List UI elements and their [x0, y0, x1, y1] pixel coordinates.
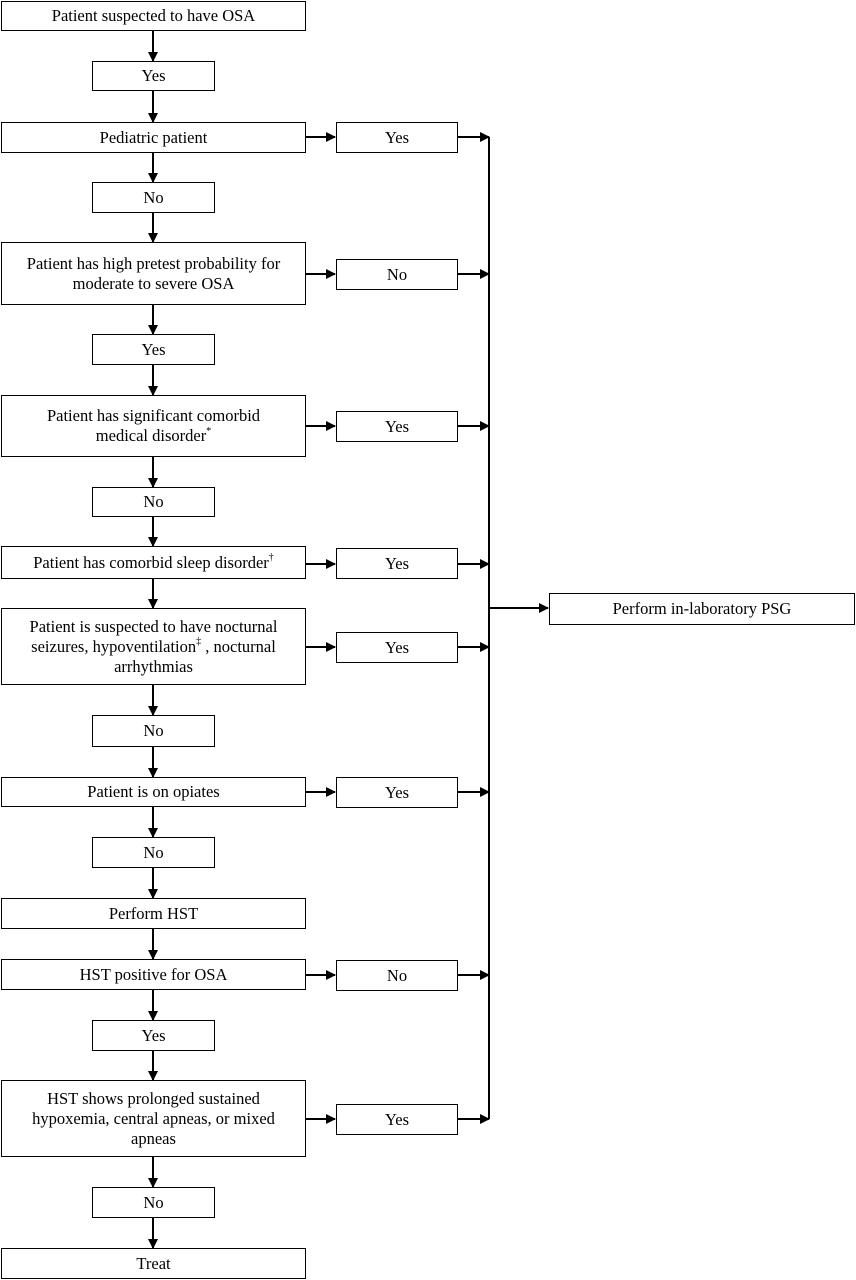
treat-box: Treat — [1, 1248, 306, 1279]
pediatric-box: Pediatric patient — [1, 122, 306, 153]
pretest-probability-box: Patient has high pretest probability for… — [1, 242, 306, 305]
yes-box: Yes — [92, 61, 215, 91]
side-answer-box: Yes — [336, 122, 458, 153]
perform-hst-box: Perform HST — [1, 898, 306, 929]
side-answer-box: Yes — [336, 548, 458, 579]
yes-box: Yes — [92, 334, 215, 365]
perform-psg-box: Perform in-laboratory PSG — [549, 593, 855, 625]
no-box: No — [92, 1187, 215, 1218]
comorbid-sleep-box: Patient has comorbid sleep disorder† — [1, 546, 306, 579]
side-answer-box: No — [336, 960, 458, 991]
no-box: No — [92, 487, 215, 517]
side-answer-box: No — [336, 259, 458, 290]
dagger-footnote-mark: † — [268, 552, 274, 563]
opiates-box: Patient is on opiates — [1, 777, 306, 807]
no-box: No — [92, 837, 215, 868]
no-box: No — [92, 715, 215, 747]
side-answer-box: Yes — [336, 632, 458, 663]
double-dagger-footnote-mark: ‡ — [196, 636, 202, 647]
asterisk-footnote-mark: * — [206, 425, 212, 437]
start-box: Patient suspected to have OSA — [1, 1, 306, 31]
yes-box: Yes — [92, 1020, 215, 1051]
start-label: Patient suspected to have OSA — [51, 6, 256, 25]
no-box: No — [92, 182, 215, 213]
side-answer-box: Yes — [336, 411, 458, 442]
side-answer-box: Yes — [336, 777, 458, 808]
side-answer-box: Yes — [336, 1104, 458, 1135]
hst-positive-box: HST positive for OSA — [1, 959, 306, 990]
